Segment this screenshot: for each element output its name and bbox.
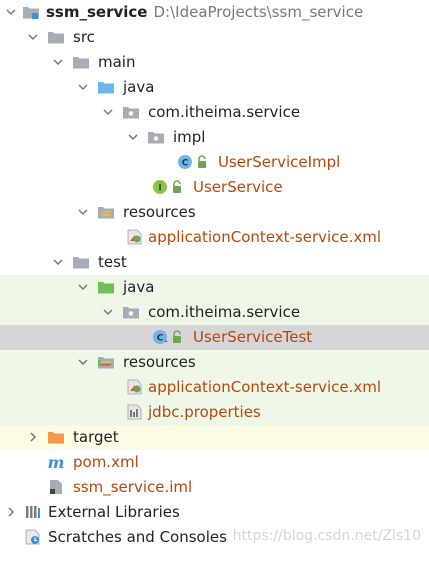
scratches-icon — [24, 529, 42, 545]
tree-label-pom: pom.xml — [73, 453, 139, 471]
tree-label-iml: ssm_service.iml — [73, 478, 193, 496]
tree-row-scratches[interactable]: Scratches and Consoles — [0, 525, 429, 550]
tree-label-main-package: com.itheima.service — [148, 103, 301, 121]
tree-row-interface[interactable]: I UserService — [0, 175, 429, 200]
tree-row-main-package[interactable]: com.itheima.service — [0, 100, 429, 125]
tree-label-external-libraries: External Libraries — [48, 503, 180, 521]
interface-icon: I — [152, 179, 170, 195]
module-folder-icon — [22, 4, 40, 20]
svg-text:I: I — [158, 184, 161, 194]
tree-row-test-xml[interactable]: applicationContext-service.xml — [0, 375, 429, 400]
xml-icon — [126, 379, 144, 395]
chevron-down-icon[interactable] — [53, 57, 63, 67]
chevron-down-icon[interactable] — [28, 32, 38, 42]
tree-label-test-resources: resources — [123, 353, 196, 371]
watermark-text: https://blog.csdn.net/Zls10 — [232, 528, 421, 544]
tree-label-scratches: Scratches and Consoles — [48, 528, 227, 546]
excluded-folder-icon — [47, 429, 65, 445]
tree-label-main-xml: applicationContext-service.xml — [148, 228, 382, 246]
source-folder-icon — [97, 79, 115, 95]
tree-row-root[interactable]: ssm_service D:\IdeaProjects\ssm_service — [0, 0, 429, 25]
tree-label-test: test — [98, 253, 127, 271]
lock-icon — [171, 329, 183, 345]
tree-label-interface: UserService — [193, 178, 283, 196]
tree-label-test-java: java — [123, 278, 155, 296]
xml-icon — [126, 229, 144, 245]
test-class-icon: C — [152, 329, 170, 345]
tree-row-pom[interactable]: m pom.xml — [0, 450, 429, 475]
test-folder-icon — [97, 279, 115, 295]
tree-row-main-xml[interactable]: applicationContext-service.xml — [0, 225, 429, 250]
svg-text:C: C — [157, 334, 164, 344]
tree-row-test-java[interactable]: java — [0, 275, 429, 300]
package-icon — [122, 104, 140, 120]
tree-label-impl-class: UserServiceImpl — [218, 153, 341, 171]
chevron-down-icon[interactable] — [103, 107, 113, 117]
tree-row-main-java[interactable]: java — [0, 75, 429, 100]
tree-label-test-package: com.itheima.service — [148, 303, 301, 321]
tree-row-main-resources[interactable]: resources — [0, 200, 429, 225]
chevron-down-icon[interactable] — [78, 282, 88, 292]
resources-folder-icon — [97, 204, 115, 220]
chevron-down-icon[interactable] — [128, 132, 138, 142]
svg-text:C: C — [182, 159, 189, 169]
chevron-down-icon[interactable] — [78, 82, 88, 92]
chevron-right-icon[interactable] — [28, 432, 38, 442]
maven-icon: m — [47, 454, 65, 470]
tree-row-external-libraries[interactable]: External Libraries — [0, 500, 429, 525]
lock-icon — [171, 179, 183, 195]
tree-row-target[interactable]: target — [0, 425, 429, 450]
chevron-down-icon[interactable] — [6, 7, 16, 17]
tree-row-jdbc-properties[interactable]: jdbc.properties — [0, 400, 429, 425]
tree-label-main: main — [98, 53, 136, 71]
tree-label-impl: impl — [173, 128, 206, 146]
libraries-icon — [24, 504, 42, 520]
package-icon — [122, 304, 140, 320]
tree-row-test[interactable]: test — [0, 250, 429, 275]
properties-file-icon — [126, 404, 144, 420]
root-path: D:\IdeaProjects\ssm_service — [153, 3, 364, 21]
tree-label-target: target — [73, 428, 119, 446]
class-icon: C — [177, 154, 195, 170]
tree-label-jdbc-properties: jdbc.properties — [148, 403, 261, 421]
tree-row-impl-class[interactable]: C UserServiceImpl — [0, 150, 429, 175]
package-icon — [147, 129, 165, 145]
folder-icon — [72, 254, 90, 270]
chevron-down-icon[interactable] — [78, 207, 88, 217]
chevron-right-icon[interactable] — [6, 507, 16, 517]
tree-row-test-class[interactable]: C UserServiceTest — [0, 325, 429, 350]
tree-row-src[interactable]: src — [0, 25, 429, 50]
chevron-down-icon[interactable] — [103, 307, 113, 317]
folder-icon — [72, 54, 90, 70]
tree-row-iml[interactable]: ssm_service.iml — [0, 475, 429, 500]
tree-label-root: ssm_service D:\IdeaProjects\ssm_service — [46, 3, 363, 22]
tree-label-test-class: UserServiceTest — [193, 328, 313, 346]
tree-label-main-resources: resources — [123, 203, 196, 221]
tree-row-test-package[interactable]: com.itheima.service — [0, 300, 429, 325]
root-name: ssm_service — [46, 3, 148, 21]
chevron-down-icon[interactable] — [78, 357, 88, 367]
resources-folder-icon — [97, 354, 115, 370]
tree-label-src: src — [73, 28, 95, 46]
tree-label-test-xml: applicationContext-service.xml — [148, 378, 382, 396]
chevron-down-icon[interactable] — [53, 257, 63, 267]
tree-row-impl[interactable]: impl — [0, 125, 429, 150]
tree-label-main-java: java — [123, 78, 155, 96]
svg-text:m: m — [48, 454, 65, 470]
iml-icon — [47, 479, 65, 495]
tree-row-test-resources[interactable]: resources — [0, 350, 429, 375]
lock-icon — [196, 154, 208, 170]
folder-icon — [47, 29, 65, 45]
tree-row-main[interactable]: main — [0, 50, 429, 75]
